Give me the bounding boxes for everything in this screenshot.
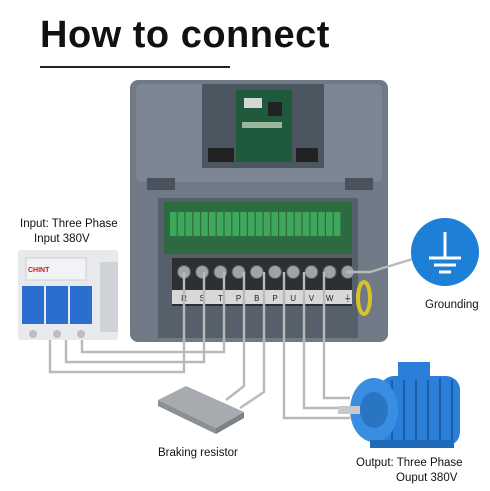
- wires: [48, 256, 417, 420]
- input-label-line2: Input 380V: [34, 233, 90, 245]
- control-terminal: [240, 212, 247, 236]
- control-terminal: [326, 212, 333, 236]
- terminal-screw: [286, 265, 301, 279]
- control-terminal: [201, 212, 208, 236]
- terminal-mark: T: [218, 294, 223, 303]
- control-terminal: [248, 212, 255, 236]
- control-terminal: [232, 212, 239, 236]
- title-underline: [40, 66, 230, 68]
- control-terminal: [193, 212, 200, 236]
- output-label: Output: Three Phase Ouput 380V: [356, 456, 490, 486]
- breaker-brand: CHINT: [28, 267, 50, 274]
- grounding-label: Grounding: [425, 299, 479, 311]
- page-title: How to connect: [40, 14, 330, 56]
- terminal-mark: V: [309, 294, 315, 303]
- terminal-mark: U: [290, 294, 296, 303]
- input-label-line1: Input: Three Phase: [20, 218, 118, 230]
- terminal-mark: W: [326, 294, 334, 303]
- control-terminal: [271, 212, 278, 236]
- control-terminal: [216, 212, 224, 236]
- control-terminal: [170, 212, 177, 236]
- motor: [338, 362, 460, 448]
- power-screws: [177, 265, 355, 279]
- braking-resistor: [158, 386, 244, 434]
- control-terminal: [287, 212, 294, 236]
- ground-icon: [411, 218, 479, 286]
- terminal-screw: [304, 265, 319, 279]
- control-terminal: [333, 212, 341, 236]
- terminal-mark: B: [254, 294, 259, 303]
- control-terminals: [170, 212, 341, 236]
- terminal-mark: P: [236, 294, 241, 303]
- control-terminal: [279, 212, 286, 236]
- output-label-line1: Output: Three Phase: [356, 457, 463, 469]
- terminal-mark: ⏚: [344, 294, 352, 303]
- terminal-mark: P: [272, 294, 277, 303]
- control-terminal: [224, 212, 232, 236]
- terminal-screw: [268, 265, 282, 279]
- control-terminal: [294, 212, 302, 236]
- input-label: Input: Three Phase Input 380V: [20, 217, 140, 247]
- terminal-screw: [249, 265, 264, 279]
- control-terminal: [177, 212, 185, 236]
- terminal-screw: [195, 265, 210, 279]
- control-terminal: [209, 212, 216, 236]
- terminal-mark: S: [200, 294, 205, 303]
- braking-resistor-label: Braking resistor: [158, 447, 238, 459]
- control-terminal: [263, 212, 271, 236]
- control-terminal: [310, 212, 317, 236]
- control-terminal: [318, 212, 325, 236]
- control-terminal: [302, 212, 310, 236]
- control-terminal: [255, 212, 263, 236]
- output-label-line2: Ouput 380V: [396, 472, 458, 484]
- control-terminal: [185, 212, 193, 236]
- circuit-breaker: CHINT: [18, 250, 118, 340]
